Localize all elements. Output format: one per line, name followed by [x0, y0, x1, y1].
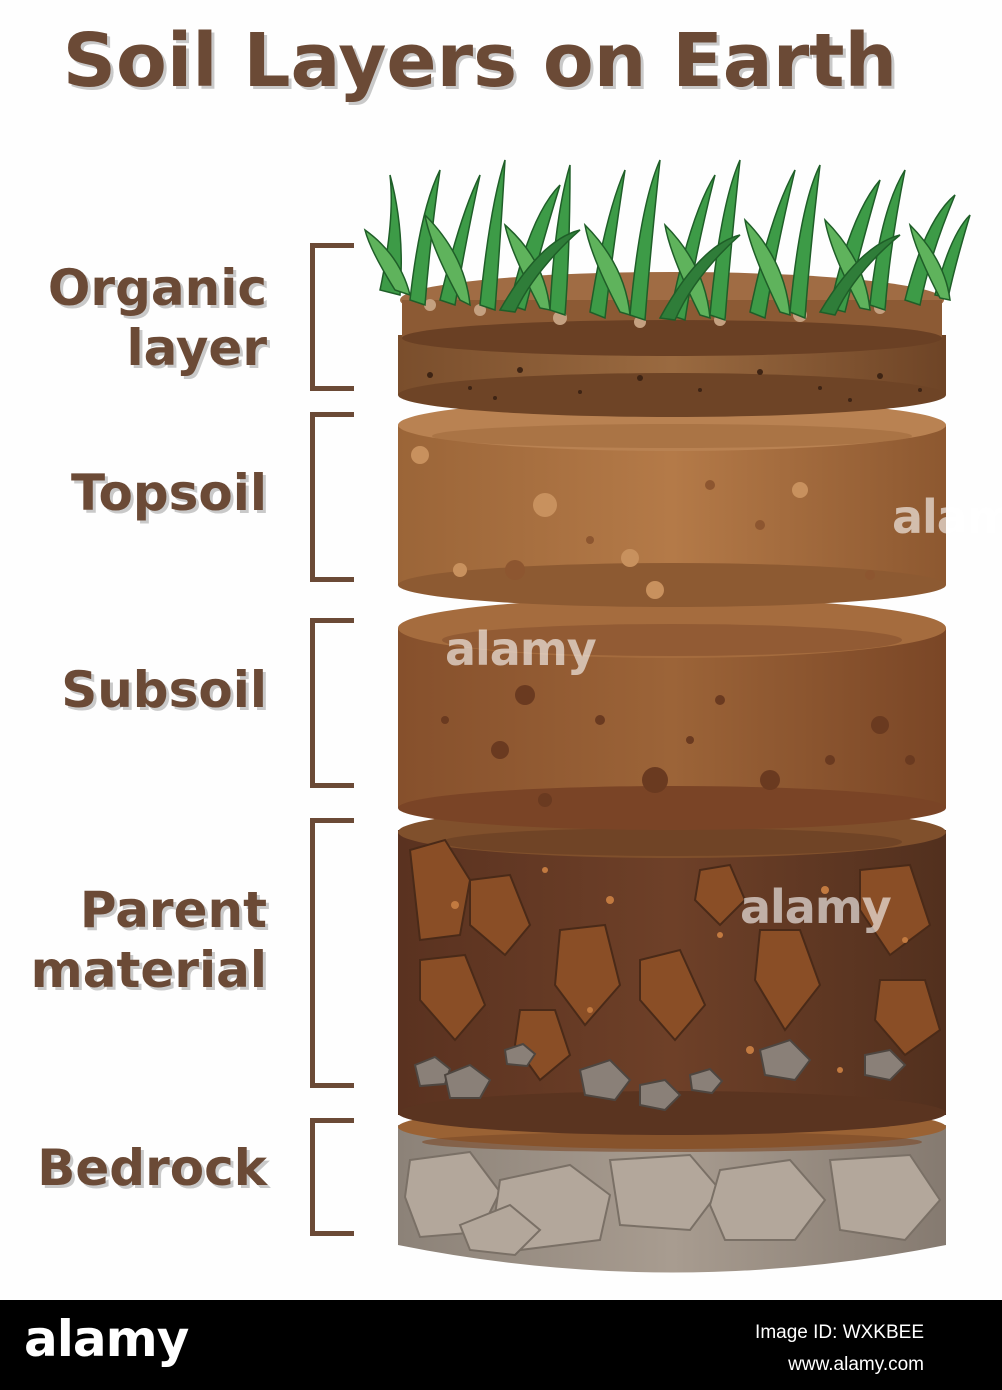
layer-label-topsoil: Topsoil — [71, 464, 267, 522]
bracket-organic — [310, 243, 354, 391]
watermark: alamy — [740, 880, 892, 934]
footer-url: www.alamy.com — [788, 1354, 924, 1375]
diagram-canvas: Soil Layers on Earth — [30, 18, 1002, 1273]
parent-material-layer — [398, 806, 946, 1135]
bracket-bedrock — [310, 1118, 354, 1236]
watermark: alamy — [445, 622, 597, 676]
topsoil-layer — [398, 399, 946, 607]
layer-label-parent-material: Parent material — [30, 881, 267, 999]
layer-label-subsoil: Subsoil — [61, 661, 267, 719]
soil-column-illustration — [363, 159, 971, 1273]
bracket-subsoil — [310, 618, 354, 788]
diagram-title: Soil Layers on Earth — [62, 18, 898, 104]
footer-image-id: Image ID: WXKBEE — [755, 1322, 924, 1343]
layer-label-bedrock: Bedrock — [37, 1139, 267, 1197]
layer-label-organic: Organic layer — [47, 259, 267, 377]
footer-logo: alamy — [24, 1310, 189, 1368]
watermark: alamy — [892, 490, 1002, 544]
bracket-parent-material — [310, 818, 354, 1088]
subsoil-layer — [398, 598, 946, 830]
bracket-topsoil — [310, 412, 354, 582]
stock-footer-bar: alamy Image ID: WXKBEE www.alamy.com — [0, 1300, 1002, 1390]
grass-illustration — [363, 159, 971, 322]
